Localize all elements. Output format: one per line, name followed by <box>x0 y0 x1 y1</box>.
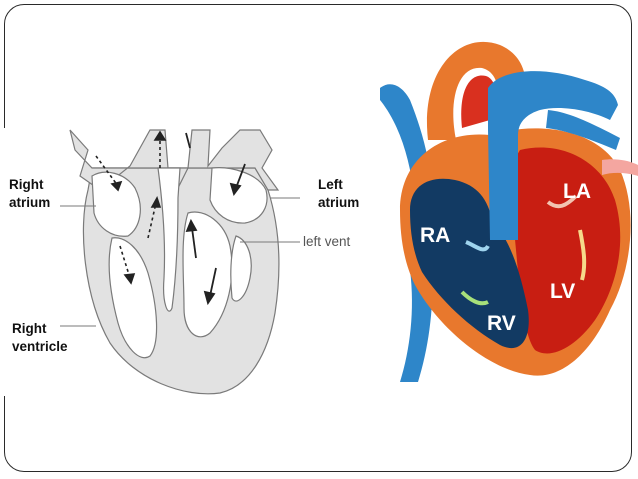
label-left-ventricle: left vent <box>303 234 351 249</box>
valve-tricuspid <box>465 240 490 252</box>
label-la: LA <box>563 180 591 203</box>
label-right-ventricle-line2: ventricle <box>12 339 68 354</box>
label-rv: RV <box>487 312 516 335</box>
label-ra: RA <box>420 224 451 247</box>
solid-flow-arrows <box>185 132 246 306</box>
right-ventricle-chamber <box>108 237 158 359</box>
label-right-ventricle-line1: Right <box>12 321 47 336</box>
label-right-atrium-line1: Right <box>9 177 44 192</box>
pulmonary-vein <box>602 159 638 176</box>
pulmonary-artery <box>488 71 618 240</box>
label-left-atrium: Left atrium <box>318 176 359 212</box>
aorta-inner <box>461 75 496 128</box>
left-ventricle-chamber <box>182 211 233 338</box>
valve-pulmonary <box>460 290 489 306</box>
heart-line-diagram: Right atrium Left atrium left vent Right… <box>0 128 362 396</box>
heart-color-svg <box>380 41 638 382</box>
dotted-arrow-1 <box>95 155 119 187</box>
heart-outline-svg <box>60 129 300 395</box>
solid-arrow-2 <box>191 227 197 259</box>
dotted-flow-arrows <box>95 130 167 285</box>
dotted-arrow-2-head <box>150 196 162 208</box>
solid-arrow-1-head <box>229 182 242 196</box>
label-lv: LV <box>550 280 576 303</box>
solid-arrow-3 <box>209 267 217 297</box>
label-right-atrium-line2: atrium <box>9 195 51 210</box>
label-left-atrium-line1: Left <box>318 177 343 192</box>
left-chamber <box>510 147 621 354</box>
dotted-arrow-3-head <box>123 273 136 285</box>
label-right-atrium: Right atrium <box>9 176 50 212</box>
label-leader-lines <box>60 197 300 327</box>
solid-arrow-1 <box>235 163 246 189</box>
label-right-ventricle: Right ventricle <box>12 320 68 356</box>
heart-color-diagram: RA LA LV RV <box>370 10 638 385</box>
label-left-atrium-line2: atrium <box>318 195 360 210</box>
right-atrium-chamber <box>91 171 141 237</box>
pulmonary-trunk <box>157 167 181 312</box>
dotted-arrow-4-head <box>153 130 167 141</box>
left-ventricle-inner <box>230 235 252 302</box>
solid-arrow-4 <box>185 132 191 149</box>
right-chamber <box>410 178 529 349</box>
valve-aortic <box>578 229 587 281</box>
pulmonary-branch <box>546 110 620 150</box>
solid-arrow-3-head <box>203 290 216 306</box>
top-vessels <box>69 129 280 191</box>
valve-mitral <box>546 194 578 209</box>
dotted-arrow-1-head <box>110 180 123 192</box>
solid-arrow-2-head <box>185 218 198 233</box>
